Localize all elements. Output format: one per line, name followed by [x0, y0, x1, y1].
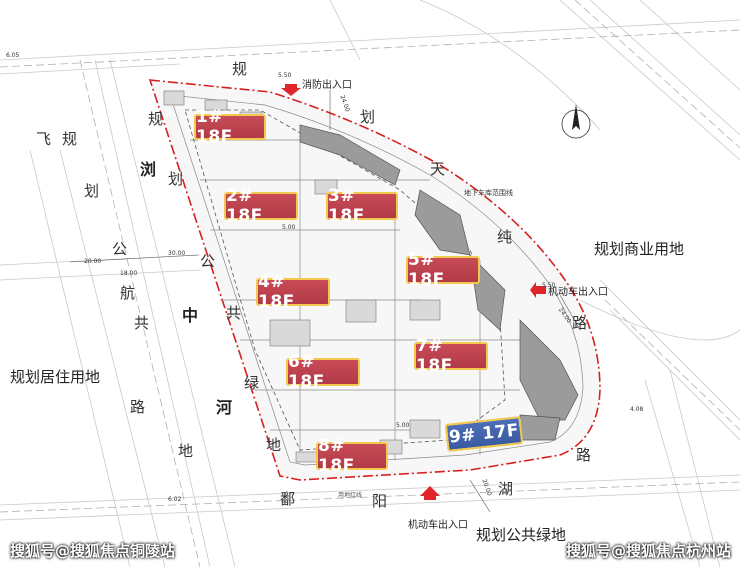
dimension-label: 5.00	[282, 224, 296, 231]
road-char: 鄱	[280, 490, 296, 508]
road-char: 地	[266, 436, 282, 454]
road-char: 路	[572, 314, 588, 332]
road-char: 路	[576, 446, 592, 464]
fire-entry-label: 消防出入口	[302, 80, 352, 91]
building-1: 1# 18F	[194, 107, 266, 147]
land-line-label: 用地红线	[338, 492, 363, 499]
building-4: 4# 18F	[256, 272, 330, 312]
commercial-podium	[299, 124, 579, 441]
building-5: 5# 18F	[406, 250, 480, 290]
road-char: 阳	[372, 492, 388, 510]
road-char: 公	[200, 252, 216, 270]
watermark-left: 搜狐号@搜狐焦点铜陵站	[10, 542, 176, 560]
dimension-label: 6.05	[6, 52, 20, 59]
road-char: 路	[130, 398, 146, 416]
dimension-label: 20.00	[84, 258, 102, 265]
road-char: 规	[232, 60, 248, 78]
road-char: 绿	[244, 374, 260, 392]
road-char: 规	[62, 130, 78, 148]
road-char: 划	[84, 182, 100, 200]
building-8: 8# 18F	[316, 436, 388, 476]
river-char: 河	[216, 398, 233, 417]
vehicle-entry-south-arrow	[420, 486, 440, 500]
road-char: 纯	[497, 228, 513, 246]
dimension-lines	[69, 90, 581, 513]
dimension-label: 18.00	[120, 270, 138, 277]
vehicle-entry-east-label: 机动车出入口	[548, 287, 608, 298]
road-char: 划	[360, 108, 376, 126]
dimension-label: 5.00	[396, 422, 410, 429]
road-char: 共	[134, 314, 150, 332]
dimension-label: 5.50	[278, 72, 292, 79]
dimension-label: 30.00	[168, 250, 186, 257]
garage-range-label: 地下车库范围线	[464, 189, 513, 197]
gate-arrows	[281, 84, 546, 500]
road-char: 共	[226, 304, 242, 322]
dimension-label: 5.50	[542, 282, 556, 289]
building-2: 2# 18F	[224, 186, 298, 226]
road-char: 飞	[36, 130, 52, 148]
building-3: 3# 18F	[326, 186, 398, 226]
zone-commercial: 规划商业用地	[594, 240, 685, 258]
road-char: 航	[120, 284, 136, 302]
road-char: 天	[430, 160, 446, 178]
road-char: 规	[148, 110, 164, 128]
road-char: 地	[178, 442, 194, 460]
road-char: 浏	[140, 160, 157, 179]
road-char: 划	[168, 170, 184, 188]
building-7: 7# 18F	[414, 336, 488, 376]
road-char: 公	[112, 240, 128, 258]
watermark-right: 搜狐号@搜狐焦点杭州站	[566, 542, 732, 560]
road-char: 湖	[498, 480, 514, 498]
dimension-label: 4.08	[630, 406, 644, 413]
vehicle-entry-south-label: 机动车出入口	[408, 520, 468, 531]
north-arrow-icon	[561, 104, 591, 139]
ancillary-blocks	[163, 90, 441, 463]
vehicle-entry-east-arrow	[530, 282, 546, 298]
zone-residential: 规划居住用地	[10, 368, 101, 386]
zone-green: 规划公共绿地	[476, 526, 567, 544]
fire-entry-arrow	[281, 84, 301, 96]
river-char: 中	[182, 306, 199, 325]
dimension-label: 6.02	[168, 496, 182, 503]
building-6: 6# 18F	[286, 352, 360, 392]
